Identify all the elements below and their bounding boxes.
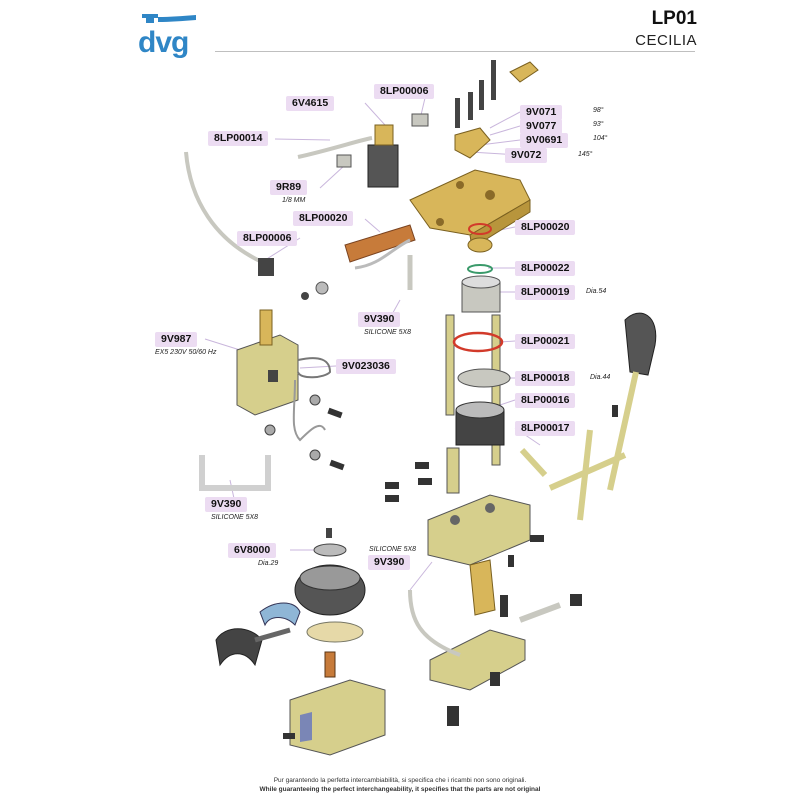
model-code: LP01: [651, 8, 697, 29]
note-9v987: EX5 230V 50/60 Hz: [155, 349, 217, 356]
label-8lp00016[interactable]: 8LP00016: [515, 393, 576, 408]
label-9v071[interactable]: 9V071: [520, 105, 563, 120]
note-9v390-mid: SILICONE 5X8: [364, 329, 412, 336]
label-8lp00017[interactable]: 8LP00017: [515, 421, 576, 436]
label-8lp00020-left[interactable]: 8LP00020: [293, 211, 354, 226]
label-9v0691[interactable]: 9V0691: [520, 133, 569, 148]
group-head-body: [409, 169, 531, 249]
pressurestat: [367, 113, 429, 188]
label-9v072[interactable]: 9V072: [505, 148, 548, 163]
note-6v8000: Dia.29: [258, 560, 279, 567]
note-9r89: 1/8 MM: [282, 197, 306, 204]
top-screws: [455, 60, 496, 128]
label-6v4615[interactable]: 6V4615: [286, 96, 335, 111]
base-block-left: [283, 679, 386, 756]
center-screws: [385, 462, 544, 567]
cam-and-linkage: [408, 559, 582, 726]
label-8lp00014[interactable]: 8LP00014: [208, 131, 269, 146]
label-9v077[interactable]: 9V077: [520, 119, 563, 134]
label-8lp00006-top[interactable]: 8LP00006: [374, 84, 435, 99]
label-8lp00006-left[interactable]: 8LP00006: [237, 231, 298, 246]
footer-disclaimer-it: Pur garantendo la perfetta intercambiabi…: [273, 777, 527, 784]
note-9v072: 145°: [578, 151, 593, 158]
footer-disclaimer-en: While guaranteeing the perfect interchan…: [259, 786, 541, 793]
label-9r89[interactable]: 9R89: [270, 180, 308, 195]
note-9v0691: 104°: [593, 135, 608, 142]
label-9v390-left[interactable]: 9V390: [205, 497, 248, 512]
heating-element: [344, 224, 416, 290]
note-9v077: 93°: [593, 121, 604, 128]
note-8lp00019: Dia.54: [586, 288, 607, 295]
label-9v023036[interactable]: 9V023036: [336, 359, 396, 374]
header-divider: [215, 51, 695, 52]
label-8lp00018[interactable]: 8LP00018: [515, 371, 576, 386]
label-8lp00019[interactable]: 8LP00019: [515, 285, 576, 300]
label-9v987[interactable]: 9V987: [155, 332, 198, 347]
label-8lp00021[interactable]: 8LP00021: [515, 334, 576, 349]
label-8lp00022[interactable]: 8LP00022: [515, 261, 576, 276]
lever-assembly: [519, 312, 657, 521]
brand-logo: dvg: [138, 12, 200, 60]
label-8lp00020-right[interactable]: 8LP00020: [515, 220, 576, 235]
label-6v8000[interactable]: 6V8000: [228, 543, 277, 558]
note-9v071: 98°: [593, 107, 604, 114]
lower-left-parts: [215, 528, 366, 678]
base-block-center: [427, 494, 531, 566]
label-9v390-bottom[interactable]: 9V390: [368, 555, 411, 570]
vibration-pump: [236, 309, 332, 416]
brand-name: dvg: [138, 26, 189, 59]
portafilter-logo-icon: [142, 14, 196, 23]
note-9v390-bottom: SILICONE 5X8: [369, 546, 417, 553]
piston-column: [445, 223, 511, 494]
note-8lp00018: Dia.44: [590, 374, 611, 381]
note-9v390-left: SILICONE 5X8: [211, 514, 259, 521]
label-9v390-mid[interactable]: 9V390: [358, 312, 401, 327]
model-name: CECILIA: [635, 32, 697, 49]
